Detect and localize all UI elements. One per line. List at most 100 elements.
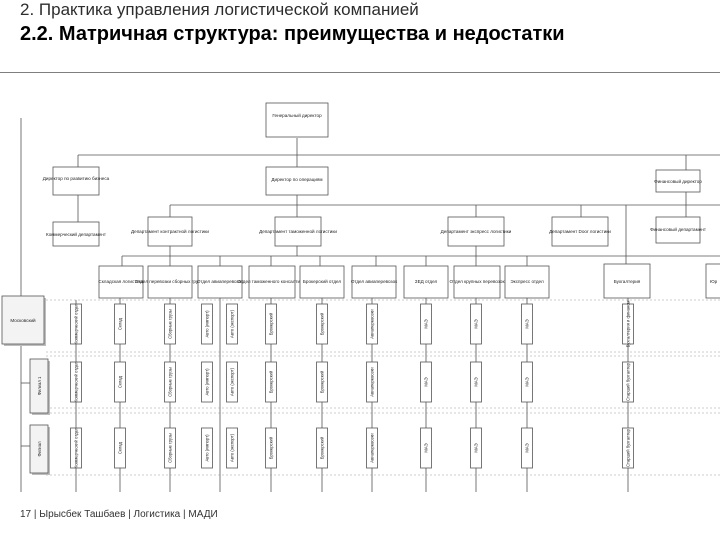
connector-lines <box>77 138 720 266</box>
matrix-cell: МАЭ <box>470 303 482 345</box>
section-header: 2. Практика управления логистической ком… <box>20 0 419 19</box>
matrix-cell-label: Авто (экспорт) <box>230 433 235 462</box>
matrix-cell-label: Брокерский <box>269 436 274 459</box>
matrix-cell-label: МАЭ <box>525 377 530 386</box>
l4-label: Экспресс отдел <box>510 279 544 284</box>
matrix-cell: МАЭ <box>521 303 533 345</box>
l4-broker-box: Брокерский отдел <box>299 265 345 299</box>
matrix-cell: Брокерский <box>316 427 328 469</box>
l4-legal-box: Юр <box>705 263 720 299</box>
matrix-cell-label: Склад <box>118 317 123 330</box>
finance-dept-label: Финансовый департамент <box>650 226 707 232</box>
matrix-cell: МАЭ <box>470 361 482 403</box>
row-header-moscow: Московский <box>1 295 46 346</box>
l4-label: Отдел крупных перевозок <box>450 279 506 284</box>
column-lines <box>75 298 629 492</box>
matrix-cell-label: Сборные грузы <box>168 433 173 463</box>
l4-large-box: Отдел крупных перевозок <box>450 265 506 299</box>
matrix-cell: Старший бухгалтер <box>622 427 634 469</box>
matrix-cell-label: Авиаперевозки <box>370 433 375 463</box>
matrix-cell-label: Сборные грузы <box>168 367 173 397</box>
matrix-cell-label: МАЭ <box>424 443 429 452</box>
row-header-label: Филиал 1 <box>37 376 42 395</box>
matrix-cell-label: Брокерский <box>320 312 325 335</box>
matrix-cell-box <box>265 427 277 469</box>
l4-label: ЗЕД отдел <box>415 279 438 284</box>
matrix-cell-box <box>70 427 82 469</box>
matrix-cell-box <box>201 361 213 403</box>
matrix-cell-label: Авто (импорт) <box>205 434 210 462</box>
matrix-cell-label: Старший бухгалтер <box>626 428 631 467</box>
matrix-cell: МАЭ <box>420 361 432 403</box>
matrix-cell-box <box>201 303 213 345</box>
commercial-dept-label: Коммерческий департамент <box>46 231 107 237</box>
matrix-cell-label: Авиаперевозки <box>370 309 375 339</box>
matrix-cell-label: Коммерческий отдел <box>74 427 79 468</box>
matrix-cell-label: Брокерский <box>320 370 325 393</box>
customs-dept-label: Департамент таможенной логистики <box>259 228 337 234</box>
level4-row: Складская логистика Отдел перевозки сбор… <box>98 263 720 299</box>
l4-label: Брокерский отдел <box>303 278 341 284</box>
matrix-cell-box <box>164 427 176 469</box>
matrix-cell-label: Авто (импорт) <box>205 310 210 338</box>
matrix-cell-label: Авто (экспорт) <box>230 309 235 338</box>
matrix-cell-box <box>265 303 277 345</box>
matrix-cell: МАЭ <box>470 427 482 469</box>
commercial-dept-box: Коммерческий департамент <box>46 221 107 247</box>
matrix-cell-label: Авиаперевозки <box>370 367 375 397</box>
matrix-cell-box <box>622 303 634 345</box>
matrix-cell: Старший бухгалтер <box>622 361 634 403</box>
matrix-cell: Авиаперевозки <box>366 361 378 403</box>
l4-air-box: Отдел авиаперевозок <box>197 265 244 299</box>
matrix-cell: Авто (импорт) <box>201 303 213 345</box>
matrix-cell-box <box>114 427 126 469</box>
finance-director-box: Финансовый директор <box>654 169 702 193</box>
matrix-cell: Склад <box>114 303 126 345</box>
matrix-cell-box <box>164 303 176 345</box>
matrix-cell-box <box>470 361 482 403</box>
l4-label: Отдел авиаперевозок <box>197 279 244 284</box>
row-header-label: Московский <box>10 317 36 323</box>
matrix-cell-box <box>366 361 378 403</box>
l4-air2-box: Отдел авиаперевозок <box>351 265 398 299</box>
matrix-cell-label: МАЭ <box>474 443 479 452</box>
matrix-cell-box <box>226 361 238 403</box>
matrix-cell-label: Коммерческий отдел <box>74 303 79 344</box>
l4-warehouse-box: Складская логистика <box>98 265 144 299</box>
matrix-cell-box <box>622 427 634 469</box>
matrix-cell: Авто (экспорт) <box>226 427 238 469</box>
matrix-cell-box <box>226 303 238 345</box>
matrix-cell-box <box>420 427 432 469</box>
matrix-cell: Авто (экспорт) <box>226 361 238 403</box>
l4-label: Бухгалтерия <box>614 279 641 284</box>
matrix-cell-box <box>470 303 482 345</box>
l4-label: Отдел таможенного консалтинга <box>237 279 307 284</box>
matrix-cell: Авто (импорт) <box>201 361 213 403</box>
title-divider <box>0 72 720 73</box>
door-dept-box: Департамент Door логистики <box>549 216 611 247</box>
matrix-cell-label: МАЭ <box>424 377 429 386</box>
l4-label: Отдел авиаперевозок <box>351 279 398 284</box>
contract-dept-box: Департамент контрактной логистики <box>131 216 209 247</box>
l4-accounting-box: Бухгалтерия <box>603 263 651 299</box>
matrix-cell: Авиаперевозки <box>366 303 378 345</box>
matrix-cell: Коммерческий отдел <box>70 303 82 345</box>
matrix-cell-label: МАЭ <box>525 319 530 328</box>
matrix-cell: Брокерский <box>265 303 277 345</box>
matrix-cell: Брокерский <box>265 361 277 403</box>
customs-dept-box: Департамент таможенной логистики <box>259 216 337 247</box>
matrix-cell-label: МАЭ <box>474 377 479 386</box>
finance-director-label: Финансовый директор <box>654 178 702 184</box>
slide-title: 2.2. Матричная структура: преимущества и… <box>20 23 565 45</box>
matrix-cell-label: Брокерский <box>269 370 274 393</box>
matrix-cell: Коммерческий отдел <box>70 361 82 403</box>
matrix-cell: Брокерский <box>265 427 277 469</box>
l4-zed-box: ЗЕД отдел <box>403 265 449 299</box>
l4-groupage-box: Отдел перевозки сборных грузов <box>135 265 206 299</box>
matrix-cell: МАЭ <box>521 427 533 469</box>
contract-dept-label: Департамент контрактной логистики <box>131 228 209 234</box>
matrix-cell-box <box>366 303 378 345</box>
matrix-cell-box <box>366 427 378 469</box>
general-director-box: Генеральный директор <box>265 102 329 138</box>
matrix-cell: МАЭ <box>420 303 432 345</box>
